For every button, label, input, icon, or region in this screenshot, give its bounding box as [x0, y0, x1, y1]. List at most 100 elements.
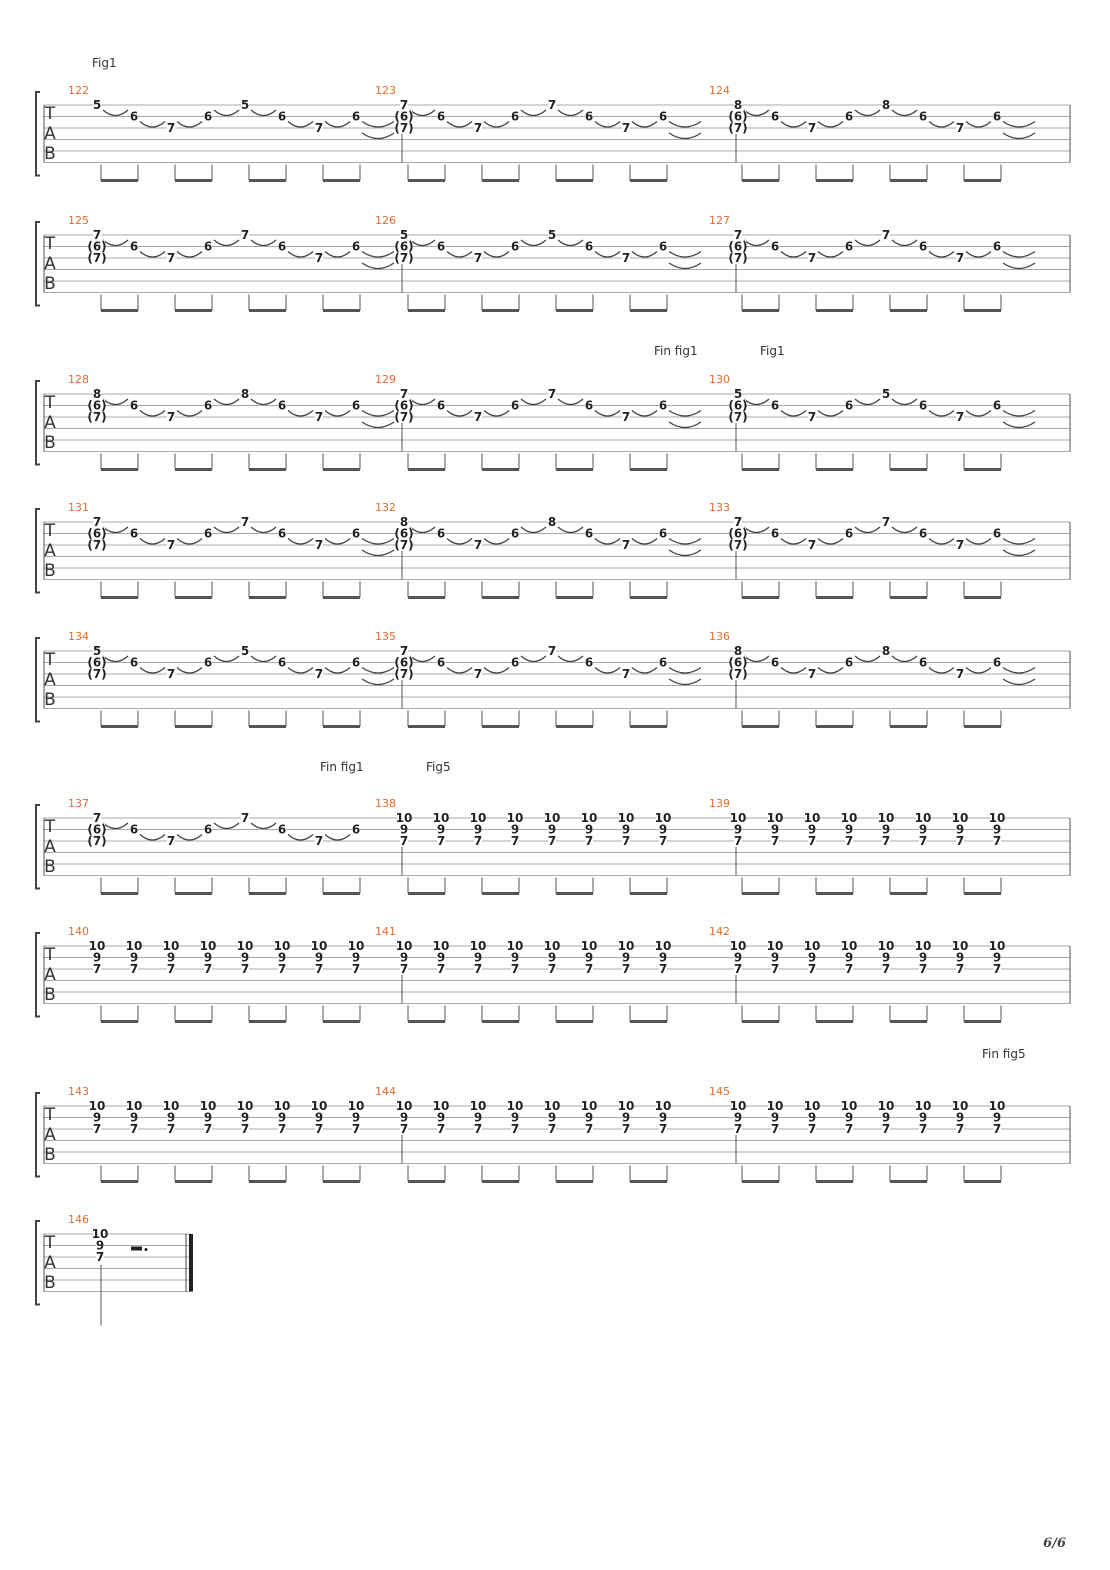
slur — [668, 537, 702, 545]
fret-number: 10 — [348, 939, 365, 953]
fret-background — [771, 110, 779, 123]
fret-number: 6 — [204, 399, 212, 413]
fret-background — [396, 539, 412, 551]
system-bracket — [35, 932, 40, 1018]
measure-number: 124 — [709, 84, 730, 97]
fret-number: 10 — [655, 939, 672, 953]
fret-number: 9 — [771, 951, 779, 965]
fret-number: 7 — [956, 121, 964, 135]
fret-background — [167, 122, 175, 134]
fret-background — [659, 951, 667, 964]
fret-background — [879, 1100, 893, 1112]
tied-fret-number: (7) — [728, 251, 747, 265]
rest-dot — [144, 1248, 148, 1251]
fret-number: 5 — [882, 387, 890, 401]
fret-number: 9 — [734, 1111, 742, 1125]
fret-number: 9 — [659, 951, 667, 965]
fret-background — [352, 240, 360, 253]
slur — [483, 410, 510, 417]
fret-background — [397, 812, 411, 824]
fret-number: 10 — [507, 1099, 524, 1113]
fret-background — [845, 963, 853, 975]
slur — [891, 655, 918, 663]
slur — [250, 655, 277, 663]
fret-number: 7 — [622, 251, 630, 265]
fret-number: 9 — [278, 1111, 286, 1125]
fret-background — [315, 252, 323, 264]
fret-number: 6 — [845, 527, 853, 541]
slur — [409, 655, 436, 663]
fret-background — [474, 963, 482, 975]
slur — [668, 678, 702, 686]
fret-background — [582, 940, 596, 952]
fret-number: 6 — [278, 240, 286, 254]
tab-letter-b: B — [44, 857, 56, 877]
fret-number: 10 — [544, 939, 561, 953]
fret-background — [93, 1228, 107, 1240]
fret-background — [808, 411, 816, 423]
fret-number: 9 — [167, 951, 175, 965]
fret-background — [808, 963, 816, 975]
fret-background — [204, 656, 212, 669]
fret-number: 6 — [511, 527, 519, 541]
fret-background — [731, 812, 745, 824]
fret-background — [167, 1123, 175, 1135]
fret-background — [474, 668, 482, 680]
tab-letter-t: T — [44, 817, 56, 837]
slur — [361, 132, 395, 140]
fret-number: 6 — [204, 110, 212, 124]
fret-number: 10 — [92, 1227, 109, 1241]
slur — [361, 409, 395, 417]
fret-number: 10 — [200, 1099, 217, 1113]
slur — [213, 655, 240, 663]
fret-background — [90, 1100, 104, 1112]
fret-background — [990, 1100, 1004, 1112]
slur — [213, 239, 240, 247]
fret-number: 6 — [845, 110, 853, 124]
slur — [287, 834, 314, 841]
tab-letter-b: B — [44, 144, 56, 164]
fret-background — [437, 527, 445, 540]
fret-number: 7 — [808, 121, 816, 135]
fret-number: 7 — [548, 962, 556, 976]
fret-background — [622, 963, 630, 975]
fret-background — [585, 1111, 593, 1124]
fret-number: 7 — [882, 515, 890, 529]
tied-fret-number: (7) — [728, 410, 747, 424]
fret-number: 7 — [808, 251, 816, 265]
fret-number: 7 — [511, 834, 519, 848]
fret-number: 7 — [241, 515, 249, 529]
fret-background — [734, 951, 742, 964]
fret-background — [585, 1123, 593, 1135]
fret-number: 7 — [622, 834, 630, 848]
fret-number: 10 — [730, 1099, 747, 1113]
fret-number: 10 — [581, 1099, 598, 1113]
fret-background — [730, 527, 746, 540]
fret-number: 10 — [396, 811, 413, 825]
fret-number: 7 — [400, 834, 408, 848]
fret-number: 9 — [771, 823, 779, 837]
fret-number: 9 — [93, 1111, 101, 1125]
fret-background — [730, 122, 746, 134]
fret-background — [204, 951, 212, 964]
system-bracket — [35, 637, 40, 723]
fret-background — [167, 963, 175, 975]
fret-background — [956, 411, 964, 423]
fret-background — [659, 527, 667, 540]
fret-background — [919, 1123, 927, 1135]
fret-background — [352, 110, 360, 123]
tied-fret-number: (7) — [394, 538, 413, 552]
fret-number: 10 — [126, 939, 143, 953]
measure-number: 123 — [375, 84, 396, 97]
fret-background — [956, 1123, 964, 1135]
fret-background — [919, 963, 927, 975]
fret-background — [437, 823, 445, 836]
fret-number: 7 — [956, 1122, 964, 1136]
fret-number: 9 — [315, 1111, 323, 1125]
fret-background — [734, 1123, 742, 1135]
fret-background — [315, 835, 323, 847]
fret-number: 10 — [311, 939, 328, 953]
fret-background — [622, 252, 630, 264]
slur — [287, 121, 314, 128]
fret-background — [659, 835, 667, 847]
